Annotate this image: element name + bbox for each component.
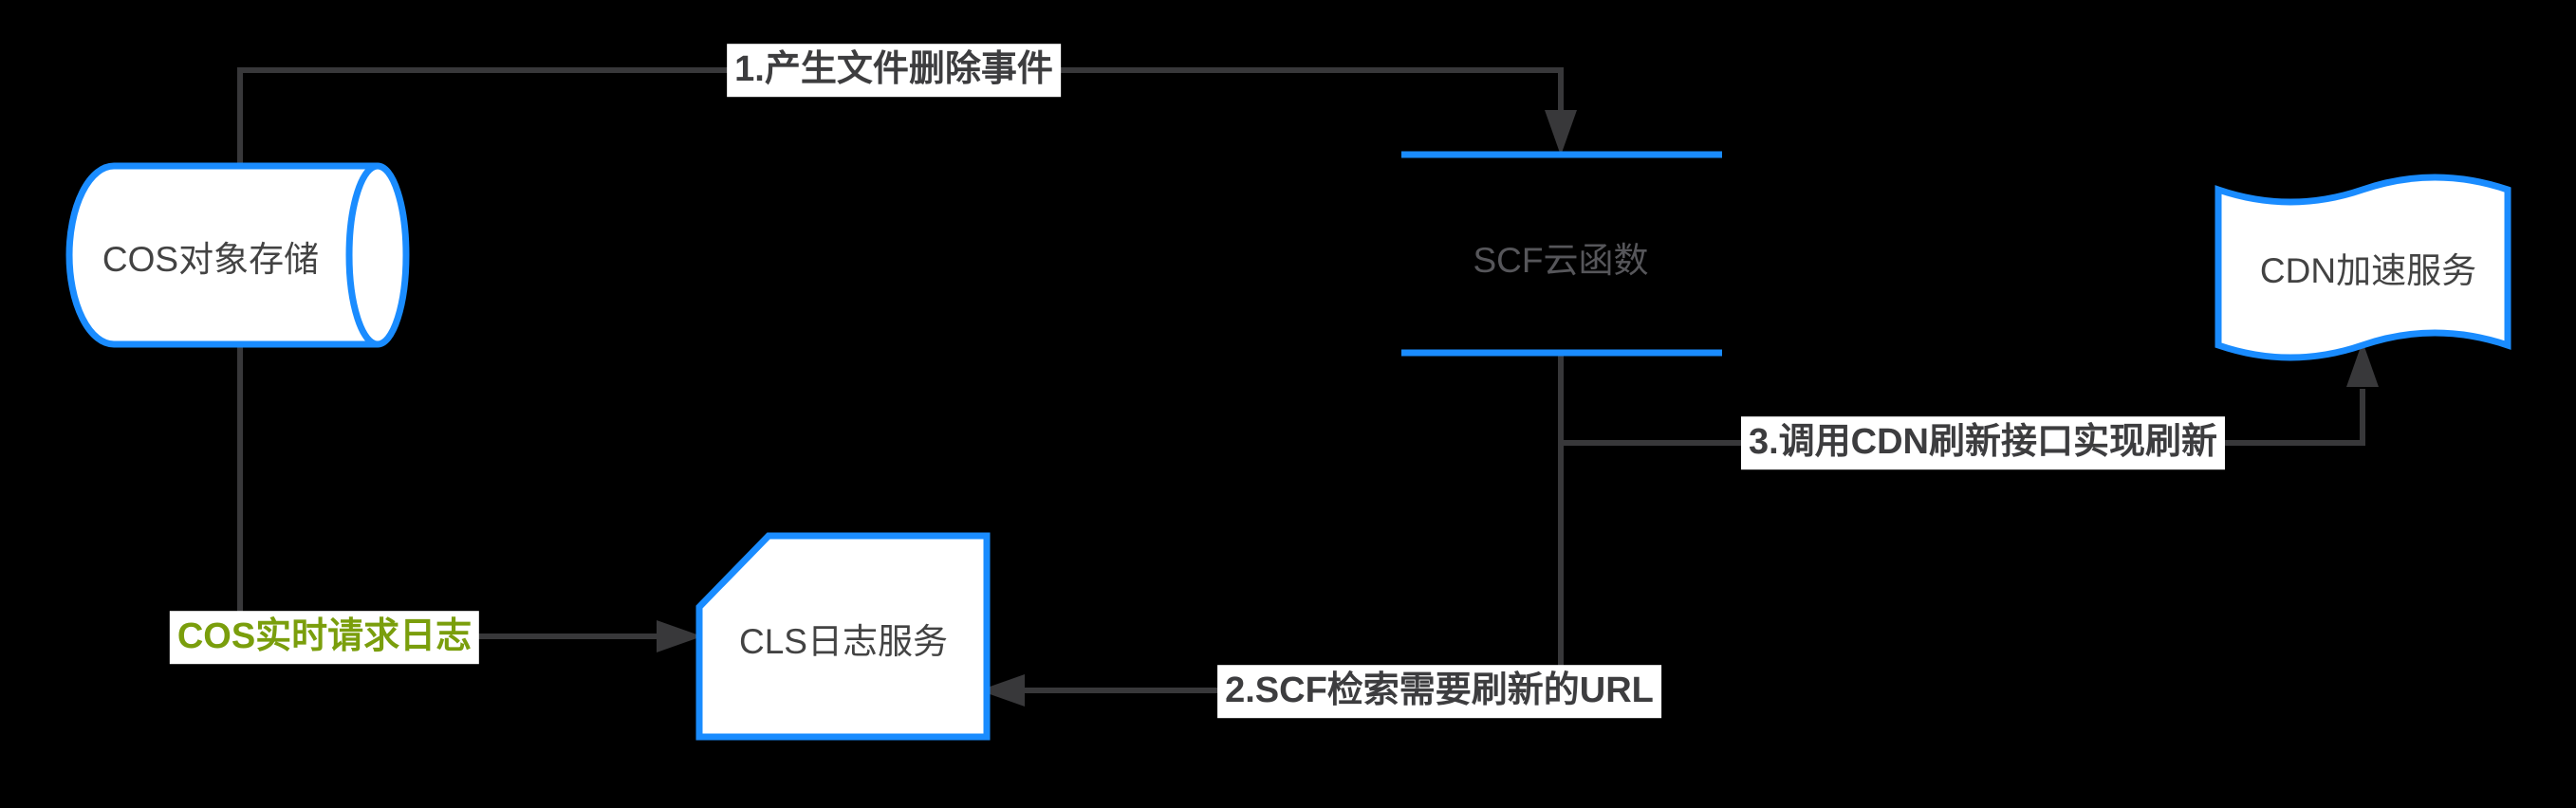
cls-node — [695, 532, 991, 741]
edge-3-label: 3.调用CDN刷新接口实现刷新 — [1740, 416, 2226, 469]
cdn-wave-shape — [2215, 174, 2511, 361]
scf-node — [1401, 151, 1722, 357]
edge-2-arrowhead-icon — [979, 674, 1025, 707]
cdn-node-label: CDN加速服务 — [2259, 251, 2477, 290]
edge-2-label: 2.SCF检索需要刷新的URL — [1217, 665, 1661, 718]
edge-log-connector — [237, 343, 702, 652]
cos-cylinder-inner-edge — [345, 162, 379, 348]
edge-2-line — [1025, 352, 1564, 693]
scf-node-label: SCF云函数 — [1473, 241, 1649, 280]
edge-log-label: COS实时请求日志 — [169, 611, 480, 664]
edge-log-line — [237, 343, 660, 639]
edge-1-arrowhead-icon — [1545, 110, 1577, 156]
cos-node-label: COS对象存储 — [102, 240, 320, 279]
edge-2-connector — [979, 352, 1564, 707]
cls-card-shape — [695, 532, 991, 741]
edge-3-arrowhead-icon — [2346, 341, 2379, 387]
edge-log-arrowhead-icon — [657, 620, 702, 652]
cos-node — [65, 162, 410, 348]
cls-node-label: CLS日志服务 — [739, 622, 948, 661]
edge-1-label: 1.产生文件删除事件 — [727, 44, 1061, 97]
cdn-node — [2215, 174, 2511, 361]
